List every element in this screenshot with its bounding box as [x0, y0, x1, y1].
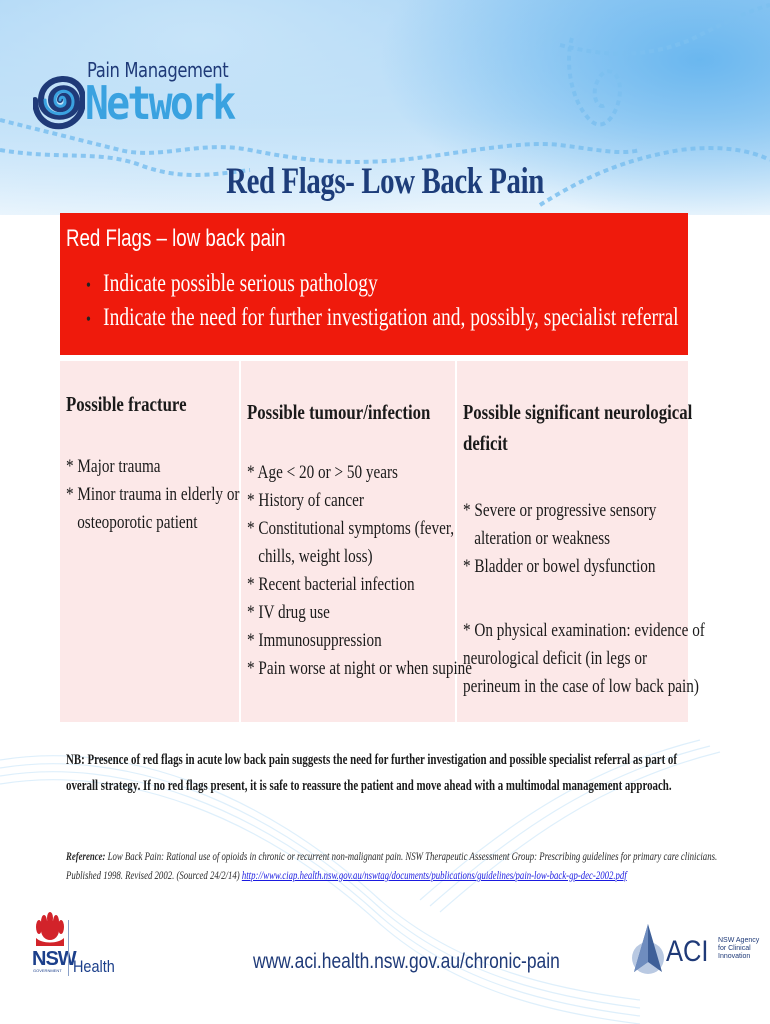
note-line: NB: Presence of red flags in acute low b…	[66, 752, 677, 768]
footer-website-url: www.aci.health.nsw.gov.au/chronic-pain	[253, 950, 560, 973]
list-item: neurological deficit (in legs or	[463, 648, 648, 669]
red-flags-heading: Red Flags – low back pain	[66, 225, 286, 252]
list-item: * Immunosuppression	[247, 630, 382, 651]
column-items: * Severe or progressive sensory alterati…	[463, 497, 705, 581]
list-item: * History of cancer	[247, 490, 364, 511]
column-heading: Possible fracture	[66, 389, 187, 420]
column-possible-tumour-infection: Possible tumour/infection * Age < 20 or …	[241, 361, 472, 722]
bullet-text: Indicate the need for further investigat…	[103, 304, 679, 331]
aci-name-line: NSW Agency	[718, 937, 760, 944]
aci-triangle-icon	[632, 924, 664, 974]
aci-full-name: NSW Agency for Clinical Innovation	[718, 937, 760, 961]
column-items: * Age < 20 or > 50 years * History of ca…	[247, 459, 528, 683]
aci-name-line: for Clinical	[718, 945, 751, 952]
column-items: * Major trauma * Minor trauma in elderly…	[66, 453, 283, 537]
column-heading-line: Possible significant neurological	[463, 400, 693, 424]
list-item: * Age < 20 or > 50 years	[247, 462, 398, 483]
note-line: overall strategy. If no red flags presen…	[66, 778, 672, 794]
logo-divider	[68, 920, 69, 976]
nsw-text: NSW	[32, 948, 77, 970]
column-possible-fracture: Possible fracture * Major trauma * Minor…	[60, 361, 241, 722]
reference-label: Reference:	[66, 849, 106, 863]
bullet-icon: •	[86, 309, 91, 329]
column-heading-line: deficit	[463, 431, 508, 455]
logo-text-pain-management: Pain Management	[87, 58, 229, 82]
list-item: * Constitutional symptoms (fever,	[247, 518, 455, 539]
column-items-examination: * On physical examination: evidence of n…	[463, 617, 765, 701]
list-item: osteoporotic patient	[77, 512, 198, 533]
logo-text-network: Network	[85, 76, 236, 130]
aci-abbr: ACI	[666, 935, 709, 968]
decorative-dotted-swirls-icon	[0, 3, 770, 207]
nsw-health-logo: NSW GOVERNMENT Health	[32, 912, 122, 982]
list-item: alteration or weakness	[474, 528, 611, 549]
health-text: Health	[73, 957, 115, 976]
red-flags-bullet-list: • Indicate possible serious pathology • In…	[86, 267, 770, 335]
list-item: perineum in the case of low back pain)	[463, 676, 699, 697]
bullet-icon: •	[86, 275, 91, 295]
reference-citation: Reference: Low Back Pain: Rational use o…	[66, 847, 770, 885]
list-item: * IV drug use	[247, 602, 330, 623]
list-item: * On physical examination: evidence of	[463, 620, 705, 641]
bullet-text: Indicate possible serious pathology	[103, 270, 378, 297]
header-background	[0, 0, 770, 215]
reference-text: Published 1998. Revised 2002. (Sourced 2…	[66, 868, 242, 882]
government-text: GOVERNMENT	[33, 968, 62, 973]
spiral-logo-icon	[33, 76, 85, 130]
aci-logo: ACI NSW Agency for Clinical Innovation	[628, 922, 759, 992]
aci-name-line: Innovation	[718, 953, 751, 960]
list-item: * Minor trauma in elderly or	[66, 484, 240, 505]
bullet-item: • Indicate the need for further investiga…	[86, 301, 679, 335]
column-neurological-deficit: Possible significant neurological defici…	[457, 361, 705, 722]
bullet-item: • Indicate possible serious pathology	[86, 267, 679, 301]
decorative-wave-lines-icon	[0, 739, 721, 1024]
red-flags-table: Possible fracture * Major trauma * Minor…	[60, 361, 705, 722]
pain-management-network-logo: Pain Management Network	[33, 50, 236, 150]
reference-line-2: Published 1998. Revised 2002. (Sourced 2…	[66, 866, 717, 885]
column-heading-line: Possible fracture	[66, 392, 187, 416]
list-item: * Bladder or bowel dysfunction	[463, 556, 656, 577]
column-heading: Possible significant neurological defici…	[463, 397, 692, 459]
nb-note: NB: Presence of red flags in acute low b…	[66, 747, 766, 799]
page-title: Red Flags- Low Back Pain	[226, 161, 544, 202]
column-heading: Possible tumour/infection	[247, 397, 430, 428]
reference-text: Low Back Pain: Rational use of opioids i…	[105, 849, 718, 863]
reference-line-1: Reference: Low Back Pain: Rational use o…	[66, 847, 717, 866]
waratah-flower-icon	[36, 912, 64, 946]
list-item: chills, weight loss)	[258, 546, 373, 567]
list-item: * Recent bacterial infection	[247, 574, 415, 595]
column-heading-line: Possible tumour/infection	[247, 400, 431, 424]
list-item: * Severe or progressive sensory	[463, 500, 657, 521]
list-item: * Pain worse at night or when supine	[247, 658, 473, 679]
list-item: * Major trauma	[66, 456, 161, 477]
red-flags-summary-box: Red Flags – low back pain • Indicate poss…	[60, 213, 688, 355]
reference-link[interactable]: http://www.ciap.health.nsw.gov.au/nswtag…	[241, 868, 627, 882]
